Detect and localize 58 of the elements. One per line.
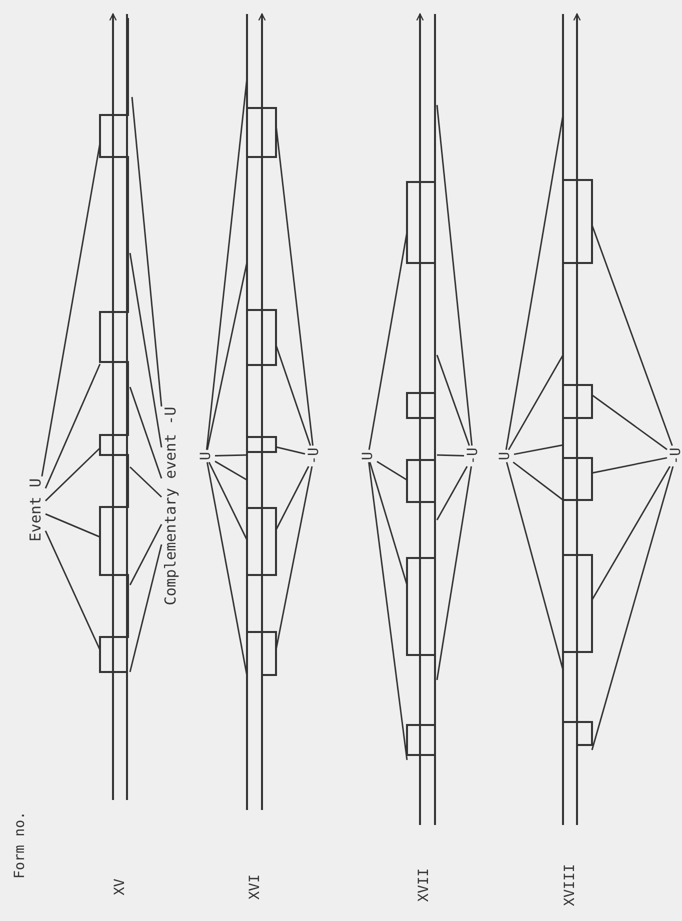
leader-line [129,524,162,586]
leader-line [129,252,162,448]
leader-line [44,530,101,650]
leader-line [208,462,248,540]
leader-line [275,124,314,446]
leader-line [369,462,408,586]
leader-line [436,466,468,520]
leader-line [436,466,472,680]
event-label: -U [306,446,322,466]
leader-line [592,394,668,450]
leader-line [275,466,313,650]
leader-line [129,386,162,479]
leader-line [505,114,564,450]
leader-line [592,457,668,474]
leader-line [512,462,564,501]
leader-line [591,224,673,446]
leader-line [129,466,162,498]
leader-line [275,344,312,446]
event-label: Event U [28,477,44,543]
leader-line [591,466,674,750]
leader-line [436,104,473,446]
leader-line [206,78,248,450]
step-diagram-drawing [99,13,129,800]
leader-line [506,462,564,670]
leader-line [591,466,671,600]
event-label: U [360,450,376,462]
leader-line [44,364,101,489]
leader-line [129,544,162,672]
step-diagram-drawing [246,13,277,810]
leader-line [368,232,408,450]
leader-line [514,444,564,456]
event-label: -U [465,446,481,466]
leader-line [436,354,470,446]
leader-line [436,454,464,457]
heading-label: Form no. [12,810,28,880]
leader-line [275,466,310,530]
leader-line [45,513,100,538]
step-diagram-drawing [562,13,593,825]
leader-line [44,447,101,502]
leader-line [276,446,306,455]
form-number: XV [112,878,128,896]
event-label: U [497,450,513,462]
leader-line [41,142,101,477]
event-label: U [198,450,214,462]
leader-line [376,460,408,481]
leader-line [206,462,248,676]
form-number: XVII [416,867,432,903]
leader-line [368,462,408,760]
leader-line [214,454,248,457]
form-number: XVI [247,873,263,901]
event-label: -U [668,446,682,466]
event-label: Complementary event -U [162,406,180,606]
leader-line [214,460,248,481]
leader-line [131,96,162,406]
leader-line [508,354,564,450]
leader-line [206,262,248,450]
form-number: XVIII [562,862,578,908]
step-diagram-drawing [406,13,436,825]
